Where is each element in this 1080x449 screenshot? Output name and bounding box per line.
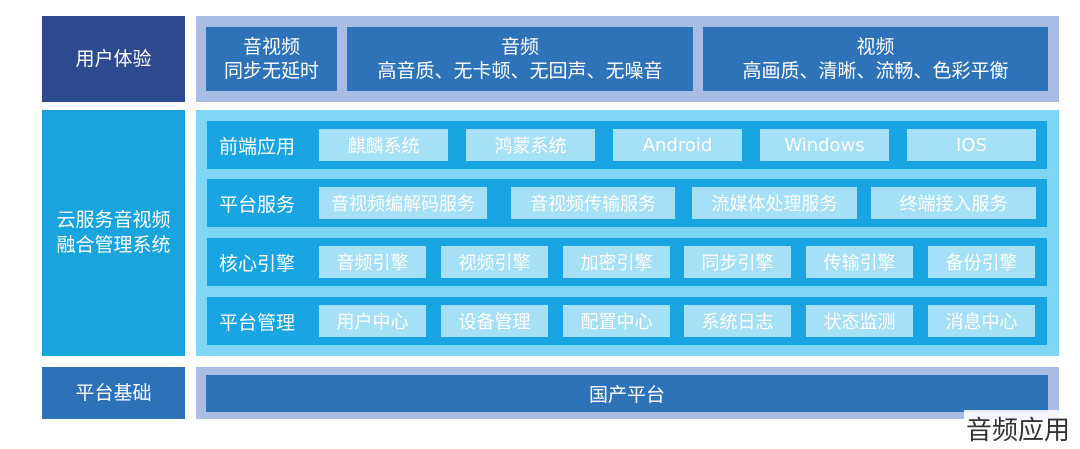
chip-terminal-access-service: 终端接入服务 — [871, 187, 1036, 219]
audio-desc: 高音质、无卡顿、无回声、无噪音 — [377, 60, 663, 82]
chip-device-management: 设备管理 — [441, 305, 548, 337]
label-platform-base: 平台基础 — [42, 367, 185, 419]
av-sync-title: 音视频 — [242, 36, 300, 58]
chip-windows: Windows — [760, 129, 889, 161]
chip-message-center: 消息中心 — [928, 305, 1035, 337]
chip-audio-engine: 音频引擎 — [319, 246, 426, 278]
watermark-text: 音频应用 — [963, 410, 1072, 447]
chip-backup-engine: 备份引擎 — [928, 246, 1035, 278]
chip-android: Android — [613, 129, 742, 161]
row-frontend-apps: 前端应用 麒麟系统 鸿蒙系统 Android Windows IOS — [207, 121, 1047, 169]
row-label-services: 平台服务 — [219, 193, 296, 216]
audio-box: 音频 高音质、无卡顿、无回声、无噪音 — [347, 27, 693, 91]
av-sync-desc: 同步无延时 — [223, 60, 319, 82]
chip-ios: IOS — [907, 129, 1036, 161]
label-cloud-system: 云服务音视频融合管理系统 — [42, 110, 185, 356]
chip-harmonyos: 鸿蒙系统 — [466, 129, 595, 161]
chip-system-log: 系统日志 — [684, 305, 791, 337]
av-sync-box: 音视频 同步无延时 — [206, 27, 337, 91]
chip-transfer-engine: 传输引擎 — [806, 246, 913, 278]
row-label-frontend: 前端应用 — [219, 135, 296, 158]
chip-codec-service: 音视频编解码服务 — [319, 187, 487, 219]
video-box: 视频 高画质、清晰、流畅、色彩平衡 — [703, 27, 1048, 91]
row-label-engines: 核心引擎 — [219, 252, 296, 275]
row-core-engines: 核心引擎 音频引擎 视频引擎 加密引擎 同步引擎 传输引擎 备份引擎 — [207, 238, 1047, 286]
row-platform-management: 平台管理 用户中心 设备管理 配置中心 系统日志 状态监测 消息中心 — [207, 297, 1047, 345]
chip-user-center: 用户中心 — [319, 305, 426, 337]
chip-video-engine: 视频引擎 — [441, 246, 548, 278]
video-title: 视频 — [856, 36, 895, 58]
chip-kylin: 麒麟系统 — [319, 129, 448, 161]
row-label-management: 平台管理 — [219, 311, 296, 334]
chip-config-center: 配置中心 — [563, 305, 670, 337]
audio-title: 音频 — [500, 36, 539, 58]
video-desc: 高画质、清晰、流畅、色彩平衡 — [742, 60, 1009, 82]
chip-transport-service: 音视频传输服务 — [511, 187, 675, 219]
chip-status-monitor: 状态监测 — [806, 305, 913, 337]
row-platform-services: 平台服务 音视频编解码服务 音视频传输服务 流媒体处理服务 终端接入服务 — [207, 179, 1047, 227]
chip-encryption-engine: 加密引擎 — [563, 246, 670, 278]
chip-sync-engine: 同步引擎 — [684, 246, 791, 278]
chip-stream-service: 流媒体处理服务 — [692, 187, 857, 219]
label-user-experience: 用户体验 — [42, 16, 185, 102]
domestic-platform-box: 国产平台 — [206, 375, 1048, 412]
